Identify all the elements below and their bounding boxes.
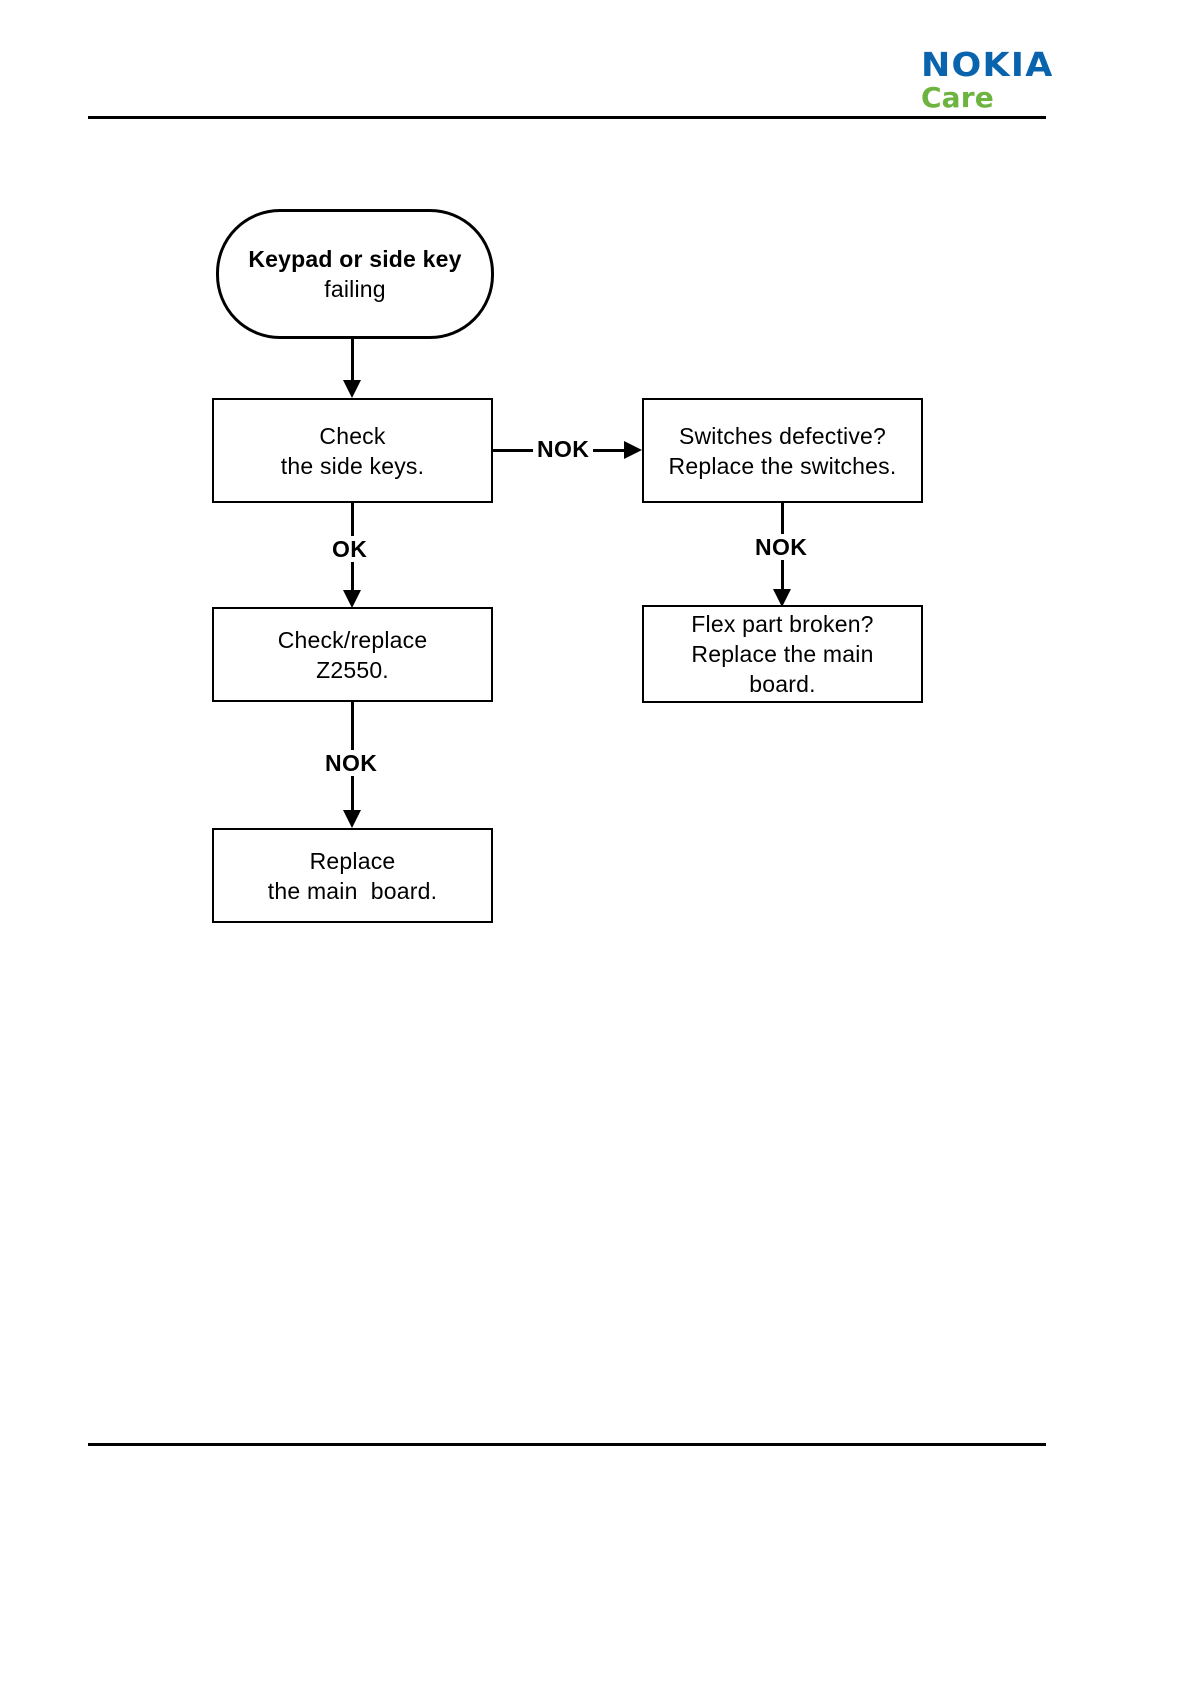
flow-node-replace-main-board: Replace the main board.: [212, 828, 493, 923]
flow-node-check-replace-z2550-line1: Check/replace: [277, 626, 428, 653]
flow-edge-label-nok-horizontal: NOK: [533, 436, 594, 462]
flow-node-replace-main-board-line2: the main board.: [267, 877, 438, 904]
flow-node-check-side-keys-line1: Check: [319, 422, 386, 449]
flow-node-flex-part-broken-line1: Flex part broken?: [691, 611, 874, 637]
flow-node-start-line1: Keypad or side key: [248, 246, 462, 272]
flow-node-check-replace-z2550: Check/replace Z2550.: [212, 607, 493, 702]
flow-node-check-side-keys-line2: the side keys.: [280, 452, 425, 479]
flow-node-check-side-keys: Check the side keys.: [212, 398, 493, 503]
flow-node-switches-defective: Switches defective? Replace the switches…: [642, 398, 923, 503]
flow-node-flex-part-broken: Flex part broken? Replace the main board…: [642, 605, 923, 703]
nokia-wordmark: NOKIA: [920, 45, 1054, 84]
flow-edge-label-nok-right: NOK: [751, 534, 812, 560]
flow-edge-label-nok-bottom: NOK: [321, 750, 382, 776]
flow-node-flex-part-broken-line3: board.: [749, 671, 816, 697]
flow-edge-label-ok: OK: [328, 536, 372, 562]
footer-divider: [88, 1443, 1046, 1446]
flow-node-switches-defective-line1: Switches defective?: [678, 422, 887, 449]
flow-node-check-replace-z2550-line2: Z2550.: [316, 656, 389, 683]
care-wordmark: Care: [920, 81, 994, 114]
flow-node-start-line2: failing: [324, 276, 386, 302]
flow-node-flex-part-broken-line2: Replace the main: [691, 641, 874, 667]
nokia-care-logo: NOKIA Care: [920, 48, 1052, 114]
flow-node-start: Keypad or side key failing: [216, 209, 494, 339]
flow-node-replace-main-board-line1: Replace: [309, 847, 396, 874]
header-divider: [88, 116, 1046, 119]
flow-node-switches-defective-line2: Replace the switches.: [668, 452, 897, 479]
